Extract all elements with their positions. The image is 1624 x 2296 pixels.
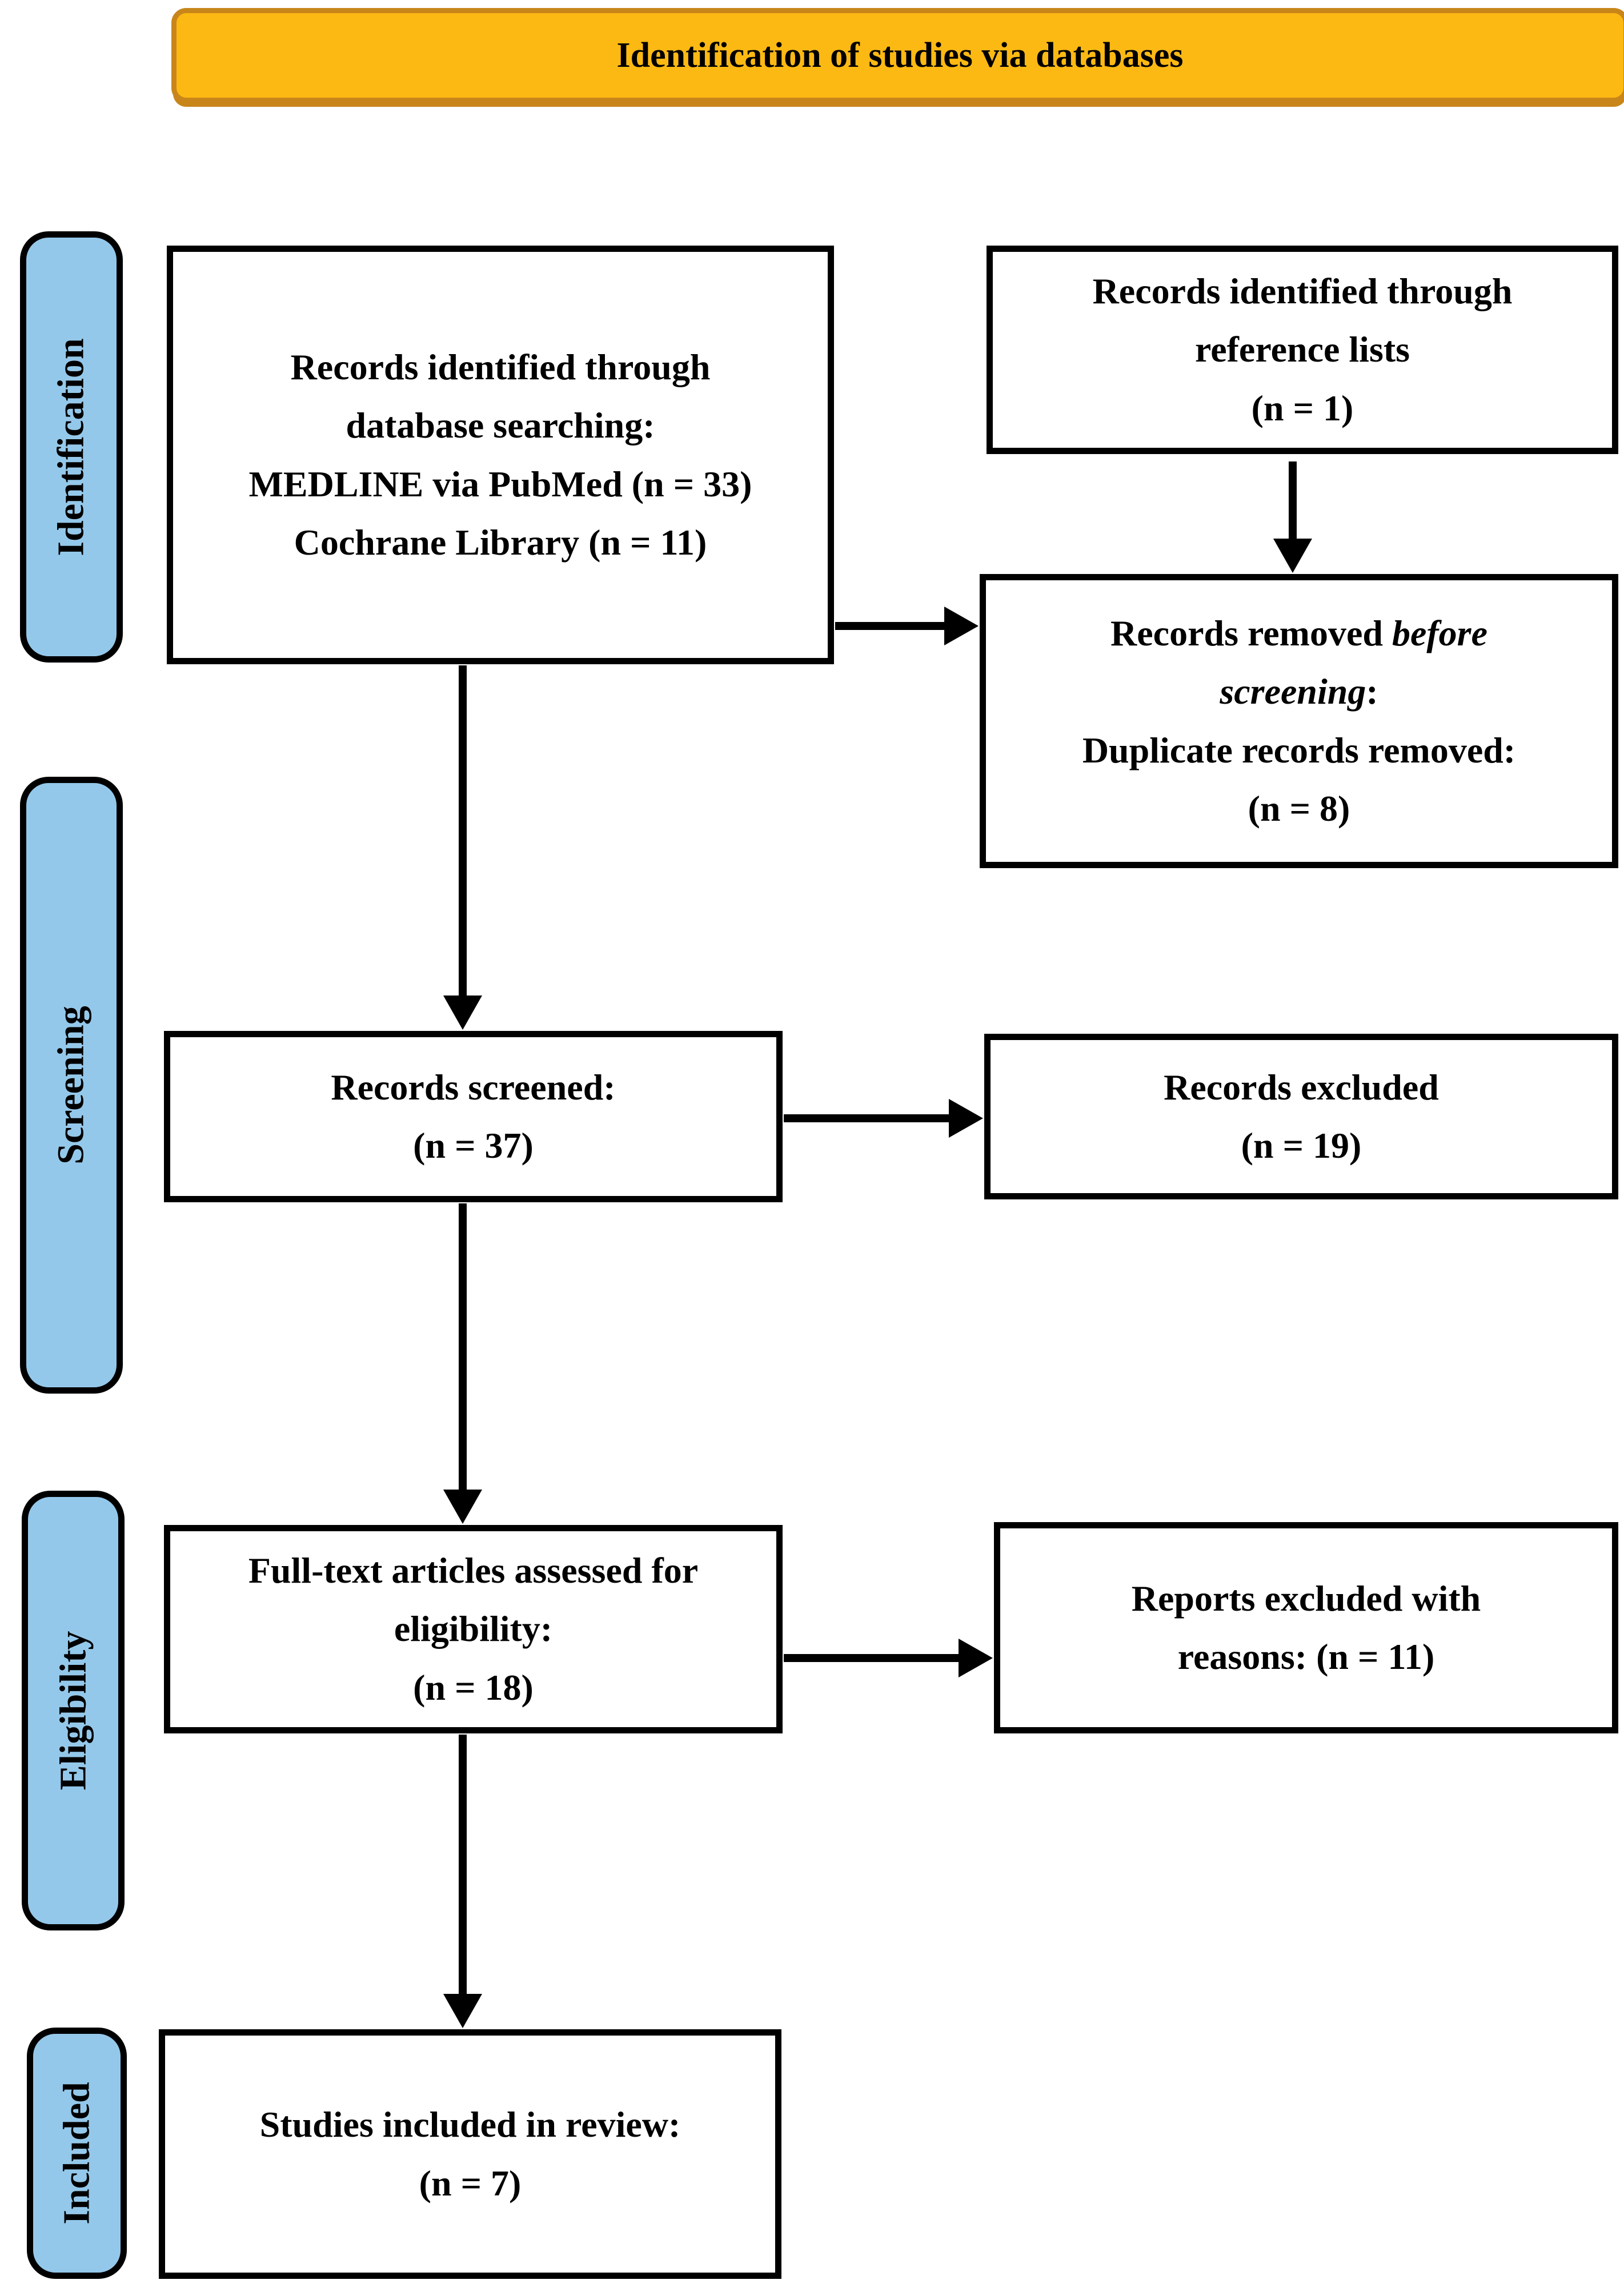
arrow-shaft bbox=[459, 1735, 467, 1997]
phase-screening: Screening bbox=[20, 777, 123, 1394]
box-text-line: Records identified through bbox=[1092, 270, 1513, 311]
arrow-shaft bbox=[835, 622, 948, 630]
box-text-line: Full-text articles assessed for bbox=[248, 1550, 699, 1591]
phase-included-label: Included bbox=[55, 2082, 98, 2225]
box-text-line: Records identified through bbox=[290, 346, 711, 387]
phase-eligibility: Eligibility bbox=[22, 1491, 125, 1930]
box-records-excluded: Records excluded (n = 19) bbox=[984, 1034, 1618, 1199]
box-text-line: (n = 19) bbox=[1241, 1125, 1362, 1166]
diagram-title: Identification of studies via databases bbox=[616, 35, 1184, 75]
arrow-head bbox=[443, 1994, 482, 2028]
box-records-identified-databases: Records identified through database sear… bbox=[167, 246, 834, 664]
box-records-screened: Records screened: (n = 37) bbox=[164, 1031, 783, 1202]
box-text-line: Studies included in review: bbox=[259, 2104, 681, 2145]
box-records-removed-before-screening: Records removed before screening: Duplic… bbox=[980, 574, 1618, 868]
arrow-head bbox=[944, 607, 979, 645]
box-text-line: database searching: bbox=[346, 405, 655, 446]
box-reports-excluded: Reports excluded with reasons: (n = 11) bbox=[994, 1522, 1618, 1733]
arrow-shaft bbox=[1289, 461, 1297, 541]
arrow-head bbox=[443, 1490, 482, 1524]
box-text-line: eligibility: bbox=[394, 1608, 553, 1649]
box-text-line: screening: bbox=[1220, 663, 1378, 721]
phase-identification-label: Identification bbox=[50, 338, 92, 556]
phase-identification: Identification bbox=[20, 231, 123, 663]
phase-screening-label: Screening bbox=[50, 1006, 93, 1165]
arrow-shaft bbox=[784, 1654, 961, 1662]
box-text-line: Records excluded bbox=[1164, 1066, 1439, 1107]
arrow-shaft bbox=[459, 665, 467, 998]
box-studies-included: Studies included in review: (n = 7) bbox=[159, 2029, 781, 2279]
box-text-segment: Records removed bbox=[1110, 612, 1392, 653]
box-text-line: reasons: (n = 11) bbox=[1177, 1636, 1435, 1677]
phase-included: Included bbox=[27, 2028, 127, 2279]
box-text-line: Records screened: bbox=[331, 1066, 616, 1107]
box-text-segment-italic: before bbox=[1392, 612, 1487, 653]
box-text-line: (n = 1) bbox=[1251, 387, 1354, 428]
box-text-line: Cochrane Library (n = 11) bbox=[294, 521, 707, 563]
phase-eligibility-label: Eligibility bbox=[52, 1631, 94, 1791]
arrow-head bbox=[959, 1639, 993, 1677]
box-text-line: Reports excluded with bbox=[1131, 1578, 1481, 1619]
arrow-shaft bbox=[459, 1203, 467, 1492]
box-text-line: Records removed before bbox=[1110, 604, 1487, 663]
box-text-line: (n = 8) bbox=[1248, 788, 1350, 829]
box-fulltext-assessed: Full-text articles assessed for eligibil… bbox=[164, 1525, 783, 1733]
box-text-line: Duplicate records removed: bbox=[1082, 729, 1516, 770]
box-text-line: (n = 18) bbox=[413, 1667, 534, 1708]
diagram-title-banner: Identification of studies via databases bbox=[171, 8, 1624, 103]
box-text-segment-italic: screening bbox=[1220, 671, 1366, 712]
arrow-head bbox=[949, 1099, 983, 1138]
arrow-head bbox=[443, 996, 482, 1030]
box-text-line: reference lists bbox=[1194, 329, 1410, 370]
box-text-segment: : bbox=[1366, 671, 1378, 712]
box-records-identified-reference-lists: Records identified through reference lis… bbox=[987, 246, 1618, 454]
arrow-shaft bbox=[784, 1114, 952, 1122]
box-text-line: (n = 37) bbox=[413, 1125, 534, 1166]
arrow-head bbox=[1273, 539, 1312, 573]
box-text-line: (n = 7) bbox=[419, 2162, 522, 2203]
box-text-line: MEDLINE via PubMed (n = 33) bbox=[248, 463, 752, 504]
